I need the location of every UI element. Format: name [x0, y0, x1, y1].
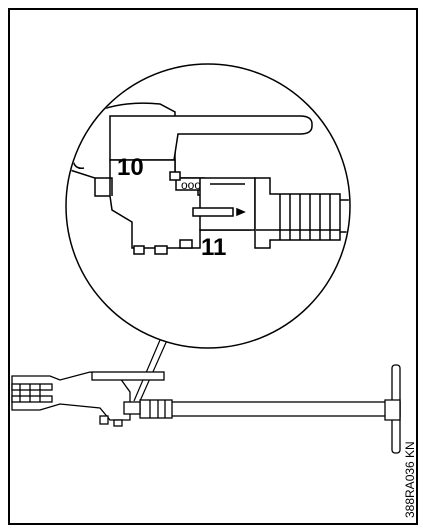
magnified-detail: ooo 10 11	[65, 63, 351, 349]
tool-overview	[11, 364, 401, 454]
callout-11: 11	[201, 234, 226, 261]
illustration-border	[8, 8, 418, 525]
svg-text:ooo: ooo	[181, 178, 201, 192]
callout-10: 10	[117, 154, 144, 181]
magnifier-leader-left	[133, 332, 164, 402]
reference-code: 388RA036 KN	[403, 441, 417, 518]
